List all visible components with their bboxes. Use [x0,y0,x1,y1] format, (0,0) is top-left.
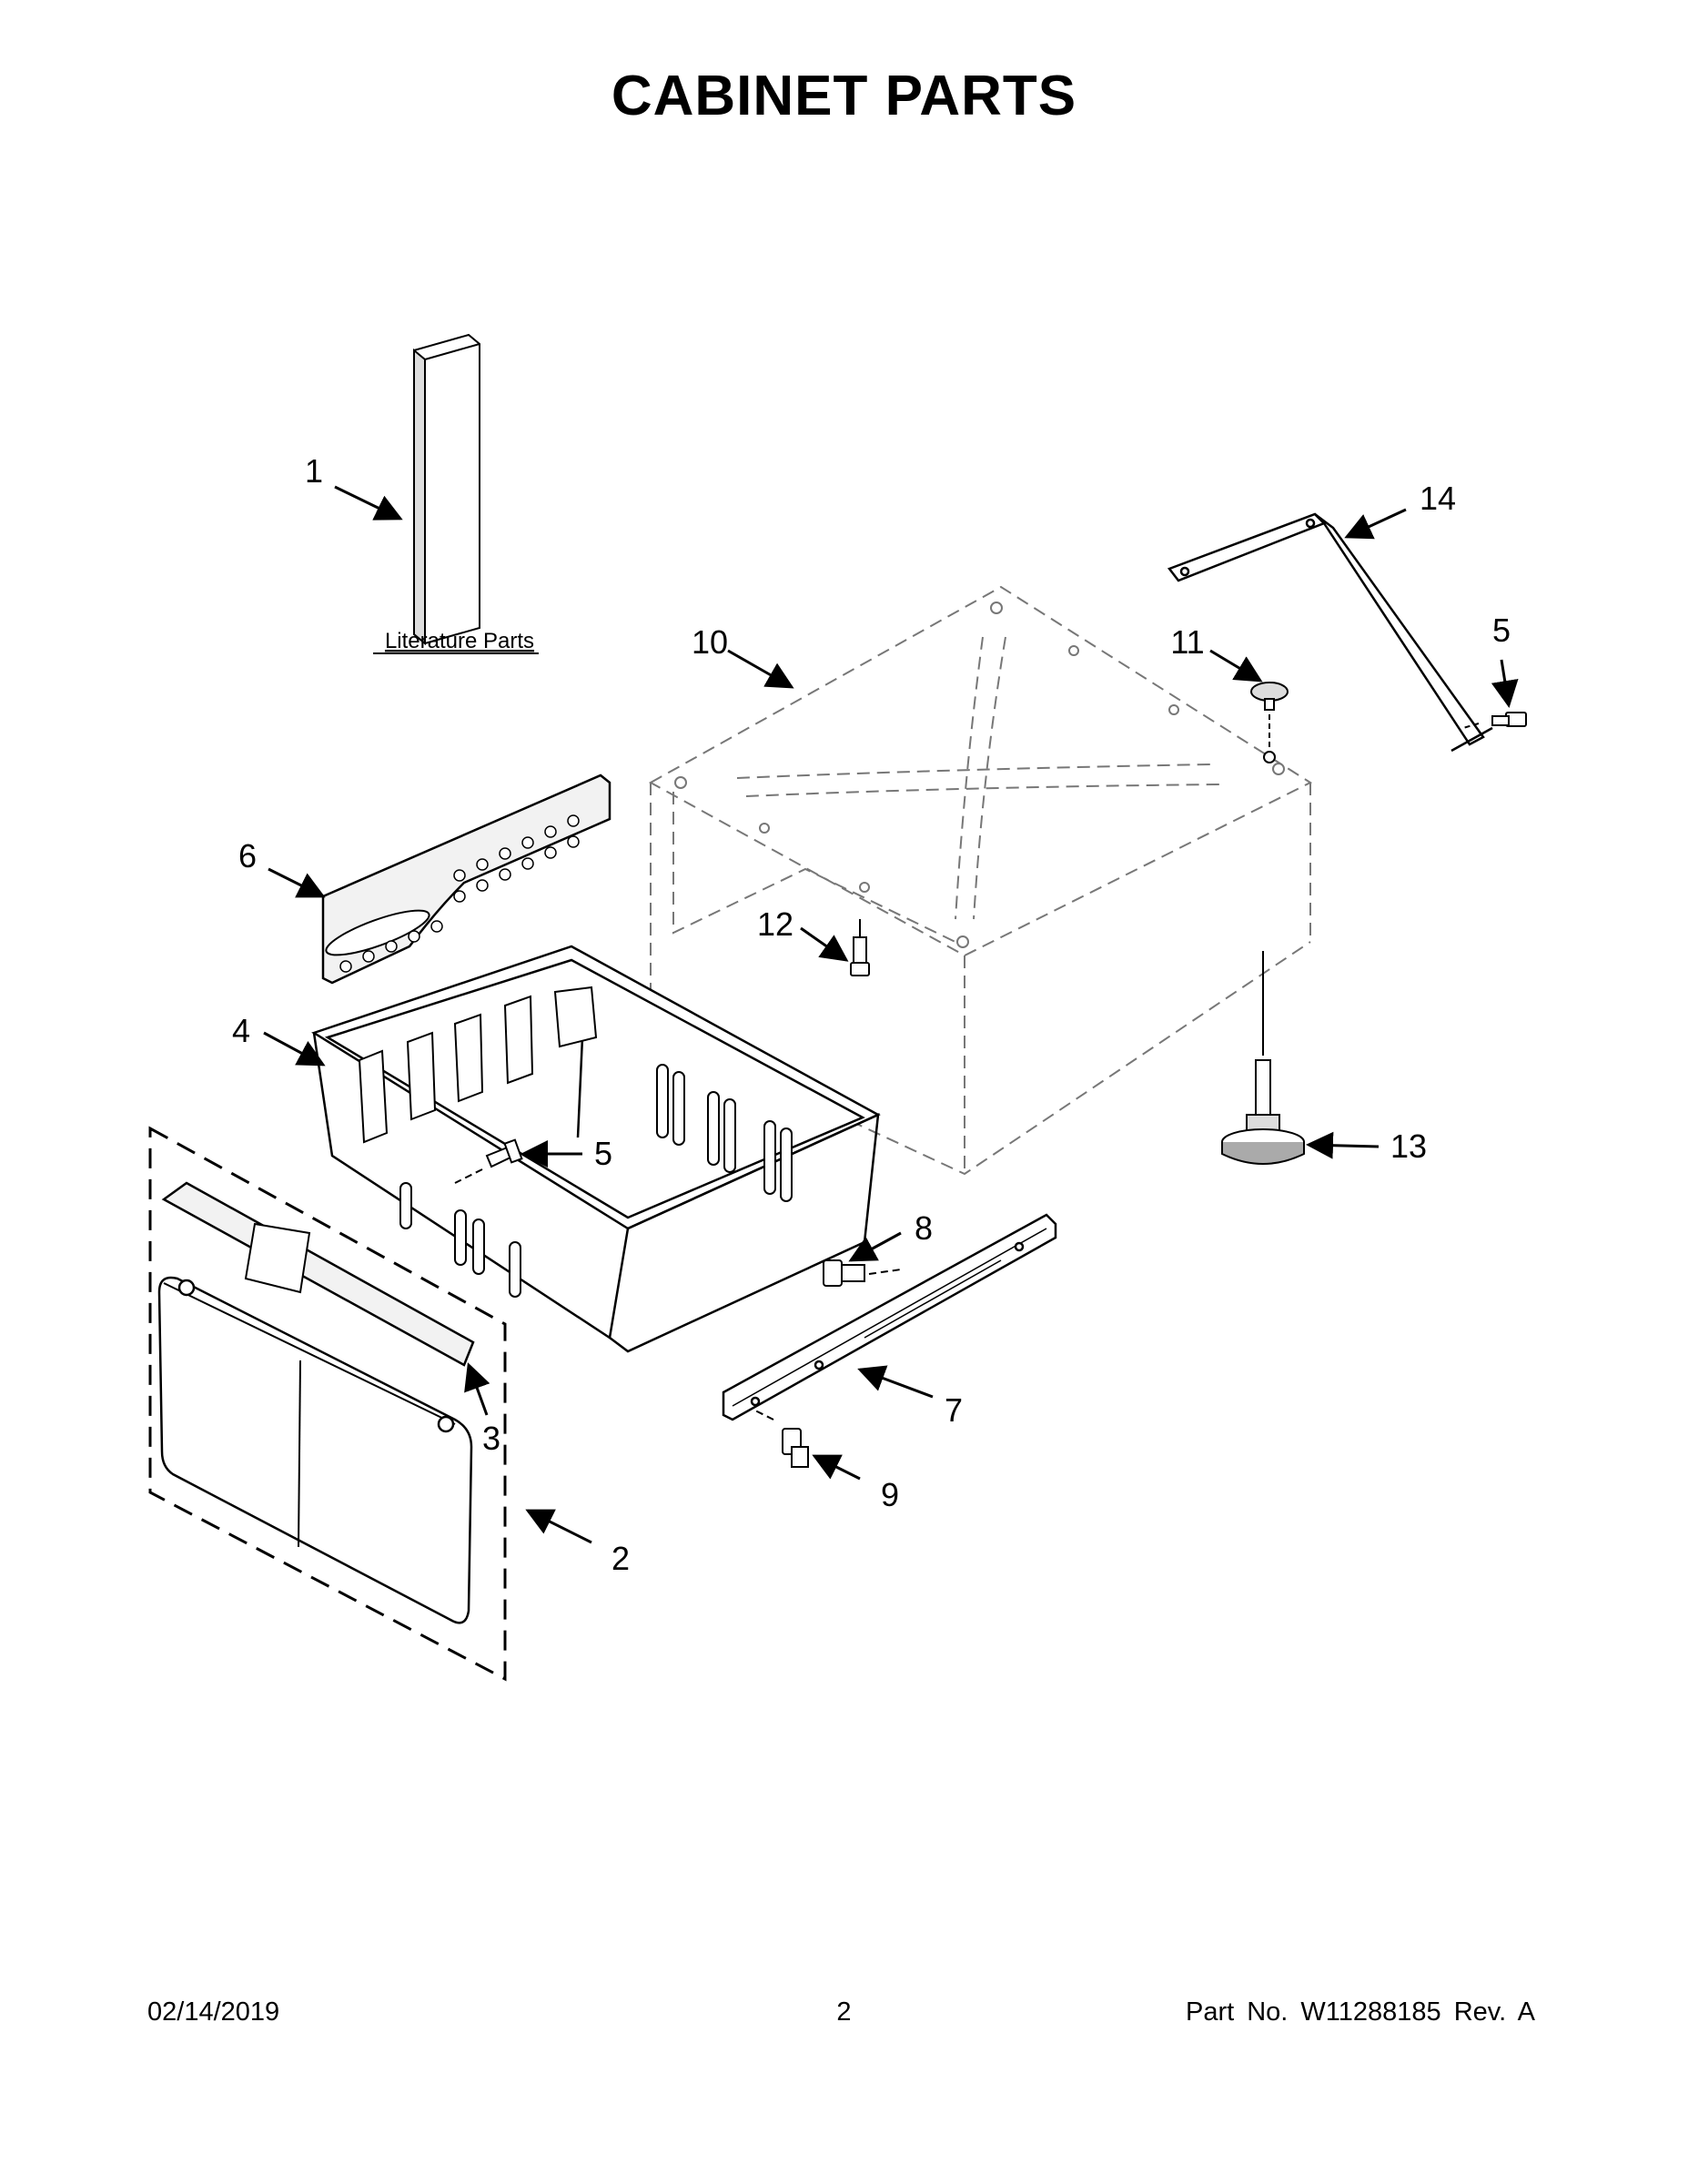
footer-page-number: 2 [836,1997,852,2027]
hinge-bracket [1167,512,1493,753]
callout-4: 4 [232,1012,250,1049]
screw-9 [754,1410,809,1468]
foot-pad [1250,682,1289,763]
callout-1: 1 [305,452,323,490]
leveling-leg [1221,951,1305,1165]
cabinet-holes [674,602,1285,948]
screw-8 [823,1259,902,1287]
drawer-front-assembly-outline [148,1126,507,1682]
cabinet-outline [648,585,1313,1176]
screw-5-lower [454,1138,523,1184]
callout-6: 6 [238,837,257,875]
callout-7: 7 [945,1391,963,1429]
page-title: CABINET PARTS [611,65,1077,127]
drawer-bin [311,945,881,1353]
slide-rail [722,1213,1057,1421]
drawer-front-panel [157,1276,473,1624]
callout-14: 14 [1420,480,1456,517]
footer-part-number: Part No. W11288185 Rev. A [1185,1997,1535,2027]
callout-12: 12 [757,905,793,943]
callout-5-lower: 5 [594,1135,612,1172]
callout-9: 9 [881,1476,899,1513]
callout-11: 11 [1170,623,1204,661]
callout-8: 8 [915,1209,933,1247]
footer-date: 02/14/2019 [147,1997,280,2027]
screw-5-upper [1462,712,1527,729]
callout-2: 2 [612,1540,630,1577]
literature-parts-label: Literature Parts [385,629,534,653]
leader-arrows [263,485,1519,1544]
screw-12 [850,919,870,976]
callout-10: 10 [692,623,728,661]
callout-3: 3 [482,1420,500,1457]
callout-5-upper: 5 [1492,612,1511,649]
literature-booklet [413,333,480,646]
callout-13: 13 [1390,1127,1427,1165]
handle-panel [321,774,612,985]
handle-trim [161,1181,475,1367]
